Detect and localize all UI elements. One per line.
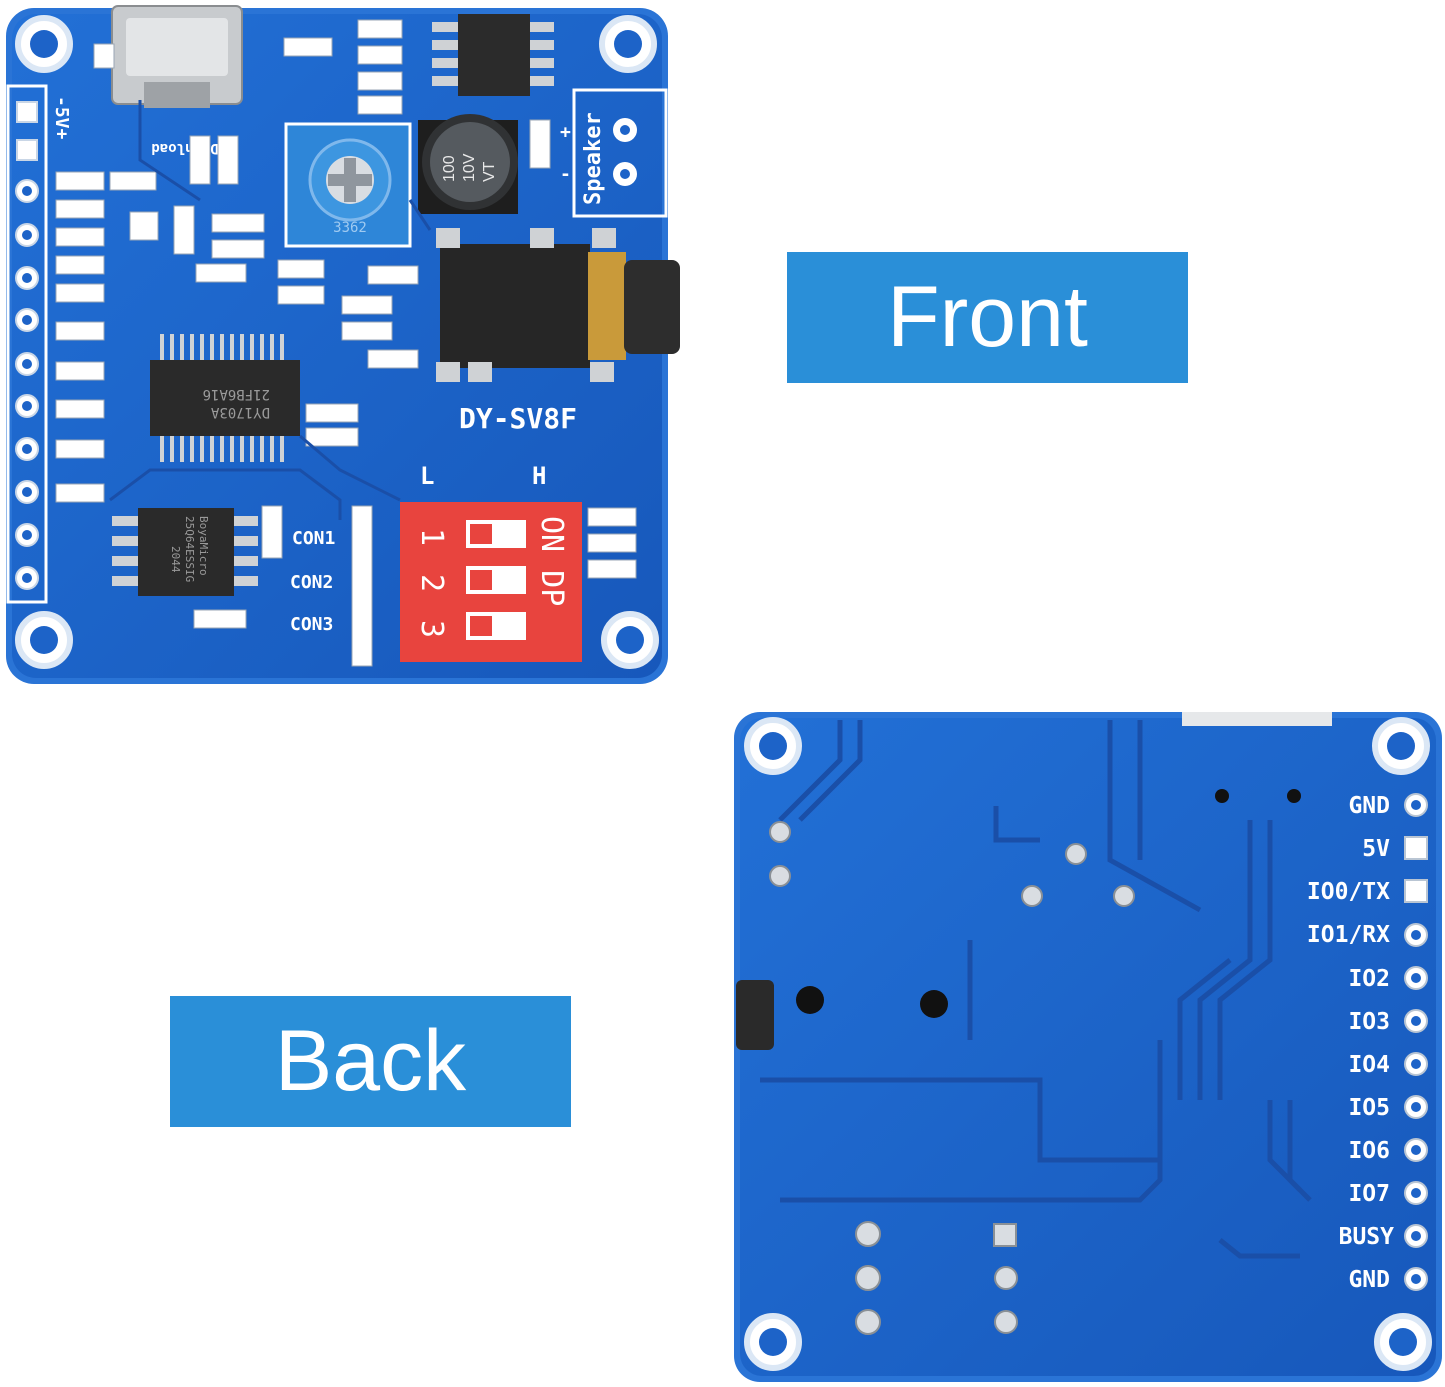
back-pads — [769, 821, 1135, 1335]
power-pins-label: -5V+ — [51, 96, 72, 140]
pin-label-io1-rx: IO1/RX — [1307, 922, 1390, 948]
capacitor — [418, 114, 518, 214]
capacitor-text-2: 10V — [461, 153, 478, 182]
flash-text-1: BoyaMicro — [197, 516, 210, 576]
pin-label-io4: IO4 — [1348, 1052, 1390, 1078]
capacitor-text-3: VT — [481, 161, 498, 182]
pin-label-io5: IO5 — [1348, 1095, 1390, 1121]
flash-text-2: 25Q64ESSIG — [183, 516, 196, 582]
switch-number-3: 3 — [414, 620, 449, 638]
pin-label-5v: 5V — [1362, 836, 1390, 862]
flash-text-3: 2044 — [169, 546, 182, 573]
potentiometer — [284, 122, 412, 248]
con1-label: CON1 — [292, 528, 335, 549]
main-chip-text-2: 21FB6A16 — [203, 386, 270, 402]
model-label: DY-SV8F — [459, 402, 577, 435]
potentiometer-code: 3362 — [333, 220, 367, 236]
back-label: Back — [170, 996, 571, 1127]
header-outline — [6, 84, 48, 604]
usb-connector — [111, 5, 243, 108]
speaker-label: Speaker — [581, 112, 606, 205]
pin-label-io2: IO2 — [1348, 966, 1390, 992]
con2-label: CON2 — [290, 572, 333, 593]
switch-number-1: 1 — [414, 528, 449, 546]
pin-label-io0-tx: IO0/TX — [1307, 879, 1390, 905]
switch-number-2: 2 — [414, 574, 449, 592]
back-board: GND 5V IO0/TX IO1/RX IO2 IO3 IO4 IO5 IO6… — [734, 712, 1442, 1382]
speaker-minus: - — [560, 164, 571, 185]
pin-label-busy: BUSY — [1339, 1224, 1395, 1250]
front-board: -5V+ Download Speaker + - — [6, 5, 680, 684]
regulator-chip — [432, 14, 554, 96]
back-traces — [760, 720, 1312, 1259]
con3-label: CON3 — [290, 614, 333, 635]
pin-label-gnd-top: GND — [1348, 793, 1390, 819]
speaker-terminal — [572, 88, 668, 218]
main-chip-text-1: DY1703A — [210, 404, 270, 420]
audio-jack — [436, 228, 680, 382]
pin-label-io6: IO6 — [1348, 1138, 1390, 1164]
dip-switch — [400, 502, 582, 662]
switch-level-low: L — [420, 462, 434, 490]
pin-label-gnd-bottom: GND — [1348, 1267, 1390, 1293]
switch-level-high: H — [532, 462, 546, 490]
capacitor-text-1: 100 — [441, 155, 458, 182]
pin-label-io7: IO7 — [1348, 1181, 1390, 1207]
speaker-plus: + — [560, 122, 571, 143]
main-chip — [150, 334, 300, 462]
switch-text: ON DP — [534, 516, 569, 606]
pin-label-io3: IO3 — [1348, 1009, 1390, 1035]
front-traces — [109, 100, 432, 520]
back-label-text: Back — [274, 1013, 467, 1109]
front-label: Front — [787, 252, 1188, 383]
flash-chip — [112, 508, 258, 596]
smd-components — [55, 19, 637, 667]
front-label-text: Front — [887, 269, 1088, 365]
